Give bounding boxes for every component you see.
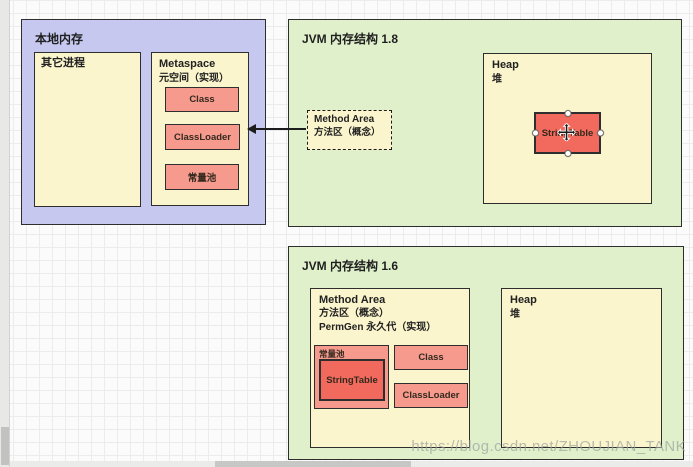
- metaspace-title: Metaspace: [159, 58, 216, 70]
- heap-1-6-box[interactable]: Heap 堆: [501, 288, 662, 448]
- method-area-1-6-title: Method Area: [319, 294, 386, 306]
- heap-1-6-subtitle: 堆: [510, 308, 520, 320]
- native-memory-title: 本地内存: [35, 32, 84, 46]
- vertical-scrollbar[interactable]: [0, 0, 10, 467]
- permgen-label: PermGen 永久代（实现）: [319, 321, 437, 333]
- method-area-1-6-box[interactable]: Method Area 方法区（概念） PermGen 永久代（实现） 常量池 …: [310, 288, 470, 448]
- other-process-box[interactable]: 其它进程: [34, 52, 141, 207]
- heap-1-8-box[interactable]: Heap 堆 StringTable: [483, 53, 652, 204]
- metaspace-box[interactable]: Metaspace 元空间（实现） Class ClassLoader 常量池: [151, 52, 249, 206]
- constant-pool-1-6-box[interactable]: 常量池 StringTable: [314, 345, 389, 409]
- class-1-6-label: Class: [418, 352, 444, 363]
- method-area-1-8-dashed-box[interactable]: Method Area 方法区（概念）: [307, 110, 392, 150]
- heap-1-8-subtitle: 堆: [492, 73, 502, 85]
- classloader-1-6-box[interactable]: ClassLoader: [394, 383, 468, 408]
- method-area-1-8-subtitle: 方法区（概念）: [314, 126, 381, 138]
- metaspace-constant-pool-box[interactable]: 常量池: [165, 164, 239, 190]
- method-area-1-6-subtitle: 方法区（概念）: [319, 308, 389, 320]
- selection-handle-bottom[interactable]: [564, 149, 571, 157]
- horizontal-scrollbar[interactable]: [10, 461, 693, 467]
- metaspace-classloader-box[interactable]: ClassLoader: [165, 124, 240, 150]
- jvm-1-8-container[interactable]: JVM 内存结构 1.8 Method Area 方法区（概念） Heap 堆 …: [288, 19, 682, 227]
- string-table-1-8-box-selected[interactable]: StringTable: [531, 109, 604, 157]
- connector-arrowhead-icon: [247, 124, 256, 134]
- metaspace-subtitle: 元空间（实现）: [159, 72, 229, 84]
- selection-handle-left[interactable]: [531, 129, 539, 137]
- class-1-6-box[interactable]: Class: [394, 345, 468, 370]
- constant-pool-1-6-label: 常量池: [319, 349, 345, 359]
- method-area-to-metaspace-connector[interactable]: [255, 128, 306, 130]
- jvm-1-6-container[interactable]: JVM 内存结构 1.6 Method Area 方法区（概念） PermGen…: [288, 246, 684, 460]
- heap-1-6-title: Heap: [510, 294, 537, 306]
- string-table-1-6-box[interactable]: StringTable: [319, 359, 385, 401]
- metaspace-class-box[interactable]: Class: [165, 87, 239, 112]
- horizontal-scrollbar-thumb[interactable]: [215, 461, 411, 467]
- jvm-1-8-title: JVM 内存结构 1.8: [302, 32, 399, 46]
- heap-1-8-title: Heap: [492, 59, 519, 71]
- method-area-1-8-title: Method Area: [314, 114, 375, 125]
- classloader-1-6-label: ClassLoader: [402, 390, 460, 401]
- selection-handle-top[interactable]: [564, 109, 571, 117]
- string-table-1-6-label: StringTable: [326, 374, 378, 386]
- native-memory-container[interactable]: 本地内存 其它进程 Metaspace 元空间（实现） Class ClassL…: [21, 19, 266, 225]
- move-cursor-icon: [557, 123, 576, 142]
- other-process-label: 其它进程: [41, 57, 85, 69]
- metaspace-class-label: Class: [189, 94, 215, 105]
- selection-handle-right[interactable]: [596, 129, 604, 137]
- vertical-scrollbar-thumb[interactable]: [1, 427, 9, 465]
- metaspace-classloader-label: ClassLoader: [173, 131, 232, 143]
- metaspace-constant-pool-label: 常量池: [187, 173, 217, 184]
- jvm-1-6-title: JVM 内存结构 1.6: [302, 259, 399, 273]
- watermark: https://blog.csdn.net/ZHOUJIAN_TANK: [411, 438, 686, 455]
